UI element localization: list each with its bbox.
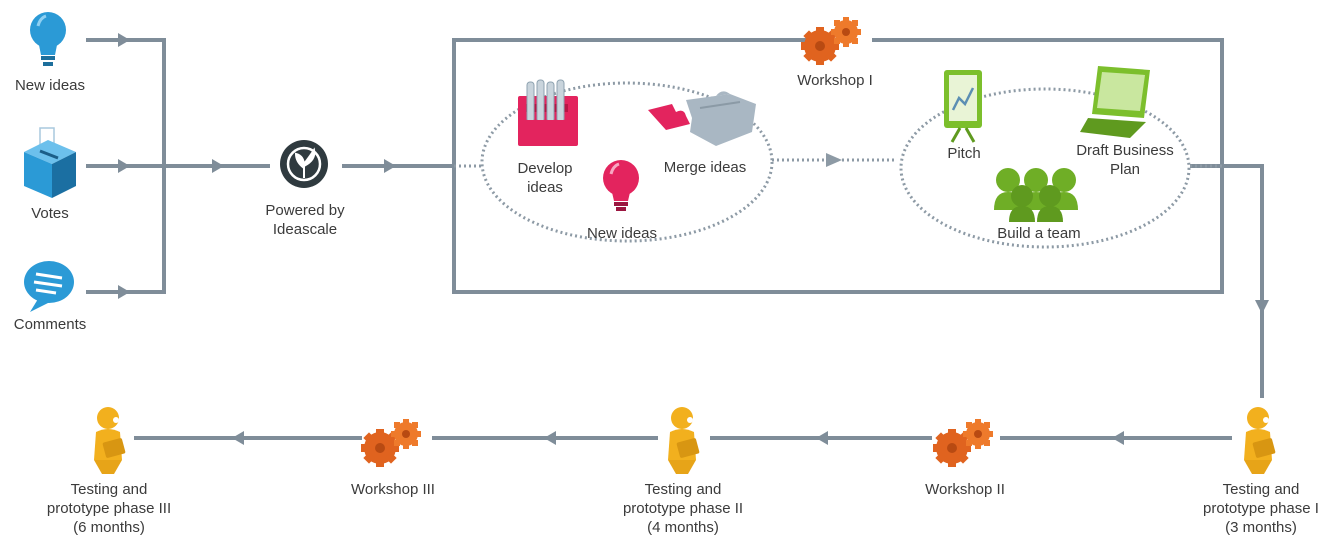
presentation-board-icon xyxy=(944,70,982,143)
label-workshop-1: Workshop I xyxy=(797,72,873,89)
person-icon-phase-2 xyxy=(668,407,700,474)
arrow-left-3 xyxy=(544,431,556,445)
arrow-left-4 xyxy=(232,431,244,445)
label-pitch: Pitch xyxy=(947,145,981,162)
arrow-votes xyxy=(118,159,130,173)
arrow-to-platform xyxy=(212,159,224,173)
label-merge-ideas: Merge ideas xyxy=(663,159,747,176)
label-draft-business-plan: Draft Business Plan xyxy=(1076,142,1174,178)
team-people-icon xyxy=(994,168,1078,222)
label-phase-1: Testing and prototype phase I (3 months) xyxy=(1203,481,1319,536)
ballot-box-icon xyxy=(24,127,76,198)
label-votes: Votes xyxy=(31,205,69,222)
puzzle-pieces-icon xyxy=(648,91,756,146)
idea-cluster-ellipse xyxy=(480,81,774,243)
ideascale-logo-icon xyxy=(280,140,328,188)
arrow-left-1 xyxy=(1112,431,1124,445)
speech-bubble-icon xyxy=(24,261,74,312)
label-phase-3: Testing and prototype phase III (6 month… xyxy=(46,481,172,536)
gears-icon-workshop-2 xyxy=(933,419,993,467)
line-to-phase1 xyxy=(1190,164,1264,398)
label-workshop-2: Workshop II xyxy=(925,481,1005,498)
arrow-new-ideas xyxy=(118,33,130,47)
gears-icon-workshop-1 xyxy=(801,17,861,65)
test-tube-rack-icon xyxy=(518,79,578,146)
arrow-comments xyxy=(118,285,130,299)
label-develop-ideas: Develop ideas xyxy=(517,160,573,196)
person-icon-phase-1 xyxy=(1244,407,1276,474)
gears-icon-workshop-3 xyxy=(361,419,421,467)
arrow-middle xyxy=(826,153,842,167)
arrow-left-2 xyxy=(816,431,828,445)
label-phase-2: Testing and prototype phase II (4 months… xyxy=(622,481,744,536)
label-platform: Powered by Ideascale xyxy=(265,202,345,238)
label-comments: Comments xyxy=(13,316,87,333)
person-icon-phase-3 xyxy=(94,407,126,474)
laptop-icon xyxy=(1080,66,1150,138)
arrow-to-stage1 xyxy=(384,159,396,173)
arrow-down-phase1 xyxy=(1255,300,1269,314)
label-new-ideas: New ideas xyxy=(14,77,86,94)
label-build-team: Build a team xyxy=(997,225,1081,242)
label-workshop-3: Workshop III xyxy=(351,481,435,498)
stage1-frame xyxy=(452,38,1224,294)
lightbulb-icon xyxy=(30,12,66,66)
label-new-ideas-cluster: New ideas xyxy=(586,225,658,242)
pink-lightbulb-icon xyxy=(603,160,639,211)
business-cluster-ellipse xyxy=(899,87,1191,249)
